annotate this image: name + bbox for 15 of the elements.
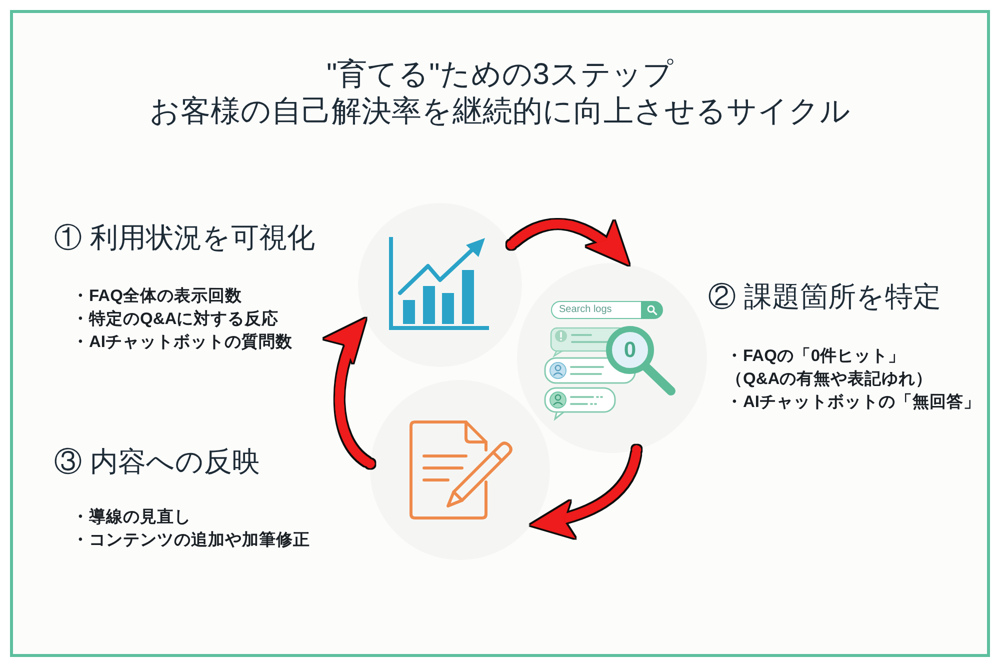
step-heading: ② 課題箇所を特定 bbox=[708, 280, 941, 314]
bullet-item: ・導線の見直し bbox=[72, 506, 191, 528]
search-field: Search logs bbox=[551, 301, 641, 319]
bullet-item: ・AIチャットボットの質問数 bbox=[72, 332, 292, 353]
step-heading: ③ 内容への反映 bbox=[54, 445, 260, 479]
step-heading: ① 利用状況を可視化 bbox=[54, 221, 315, 255]
bullet-item: ・AIチャットボットの「無回答」 bbox=[726, 392, 980, 413]
diagram-subtitle: お客様の自己解決率を継続的に向上させるサイクル bbox=[148, 94, 852, 130]
diagram-title: "育てる"ための3ステップ bbox=[326, 57, 674, 93]
bullet-item: ・特定のQ&Aに対する反応 bbox=[72, 308, 279, 330]
bullet-item: ・FAQの「0件ヒット」 bbox=[726, 346, 906, 367]
bullet-item: ・FAQ全体の表示回数 bbox=[72, 286, 242, 307]
result-count: 0 bbox=[622, 336, 638, 364]
bullet-item: （Q&Aの有無や表記ゆれ） bbox=[726, 369, 933, 390]
bullet-item: ・コンテンツの追加や加筆修正 bbox=[72, 530, 310, 551]
